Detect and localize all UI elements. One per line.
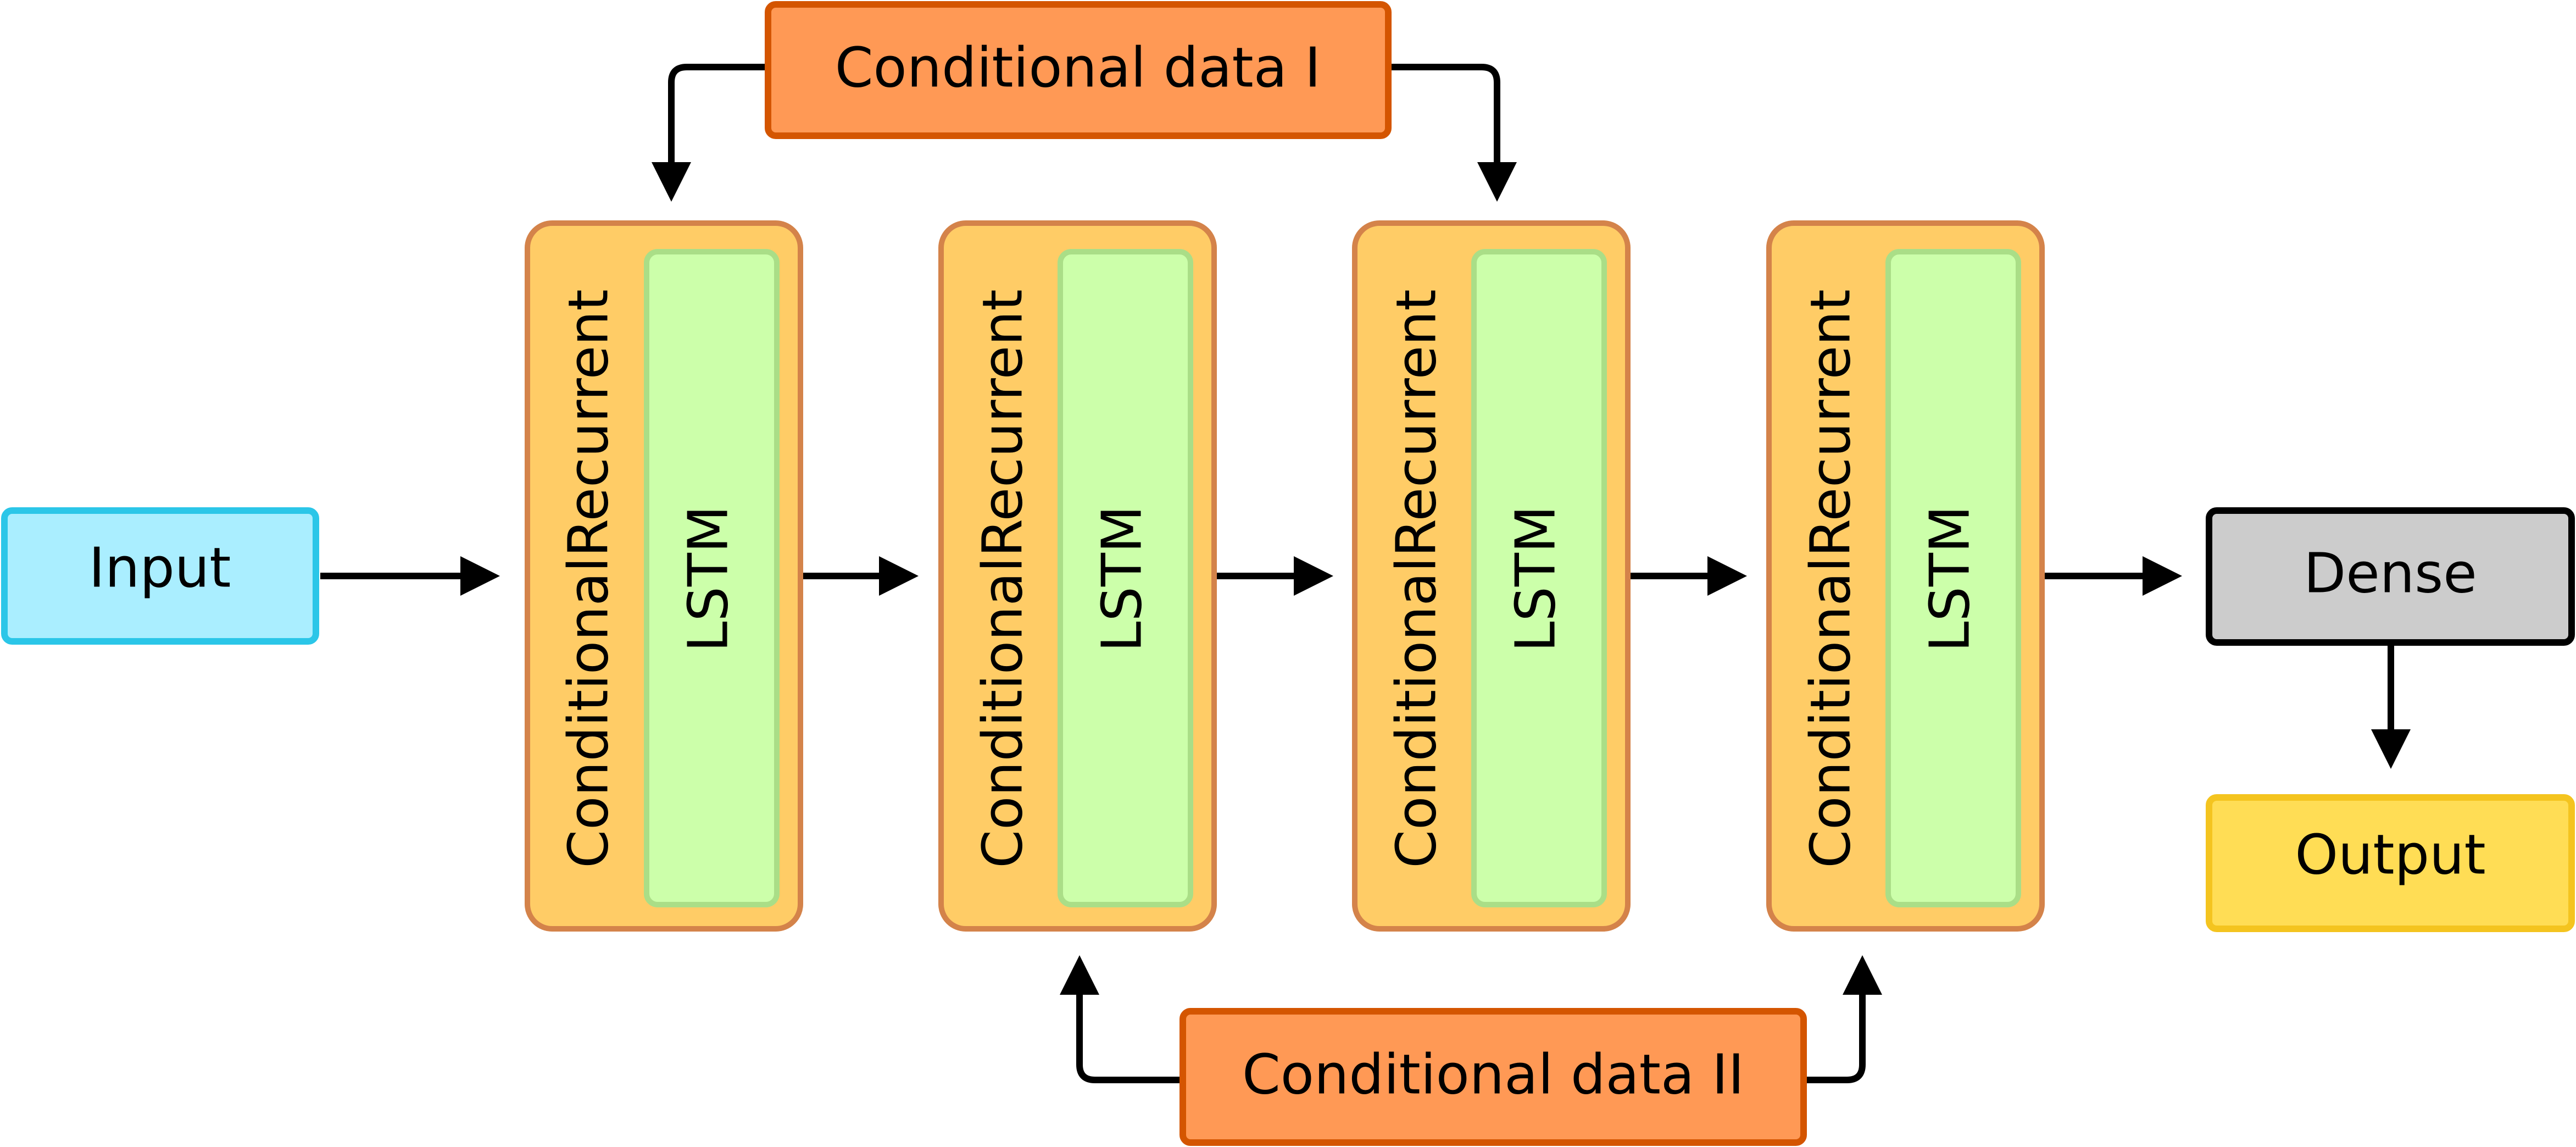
- dense-label: Dense: [2304, 541, 2477, 605]
- arrow-conditional-data-1-to-block-3: [1388, 64, 1517, 202]
- connectors: [320, 64, 2411, 1083]
- lstm-label: LSTM: [1503, 506, 1567, 652]
- lstm-cell: LSTM: [1471, 249, 1607, 907]
- arrow-conditional-data-1-to-block-1: [652, 64, 766, 202]
- arrow-conditional-data-2-to-block-2: [1060, 955, 1181, 1083]
- conditional-data-1-label: Conditional data I: [835, 35, 1321, 99]
- lstm-cell: LSTM: [1885, 249, 2021, 907]
- arrow-conditional-data-2-to-block-4: [1806, 955, 1882, 1083]
- lstm-label: LSTM: [676, 506, 740, 652]
- input-label: Input: [89, 535, 231, 600]
- conditional-data-2-label: Conditional data II: [1242, 1042, 1744, 1106]
- conditional-recurrent-label: ConditionalRecurrent: [970, 289, 1034, 868]
- conditional-data-1-node: Conditional data I: [765, 1, 1392, 139]
- conditional-recurrent-block-2: ConditionalRecurrent LSTM: [938, 220, 1217, 932]
- conditional-recurrent-block-3: ConditionalRecurrent LSTM: [1352, 220, 1631, 932]
- lstm-cell: LSTM: [1058, 249, 1193, 907]
- output-node: Output: [2206, 794, 2575, 932]
- lstm-label: LSTM: [1917, 506, 1982, 652]
- output-label: Output: [2295, 822, 2485, 886]
- conditional-recurrent-block-4: ConditionalRecurrent LSTM: [1766, 220, 2045, 932]
- conditional-recurrent-label: ConditionalRecurrent: [1384, 289, 1448, 868]
- conditional-data-2-node: Conditional data II: [1179, 1008, 1807, 1146]
- conditional-recurrent-block-1: ConditionalRecurrent LSTM: [525, 220, 803, 932]
- conditional-recurrent-label: ConditionalRecurrent: [556, 289, 620, 868]
- dense-node: Dense: [2206, 507, 2575, 646]
- lstm-label: LSTM: [1089, 506, 1154, 652]
- conditional-recurrent-label: ConditionalRecurrent: [1798, 289, 1862, 868]
- lstm-cell: LSTM: [644, 249, 780, 907]
- input-node: Input: [1, 507, 319, 645]
